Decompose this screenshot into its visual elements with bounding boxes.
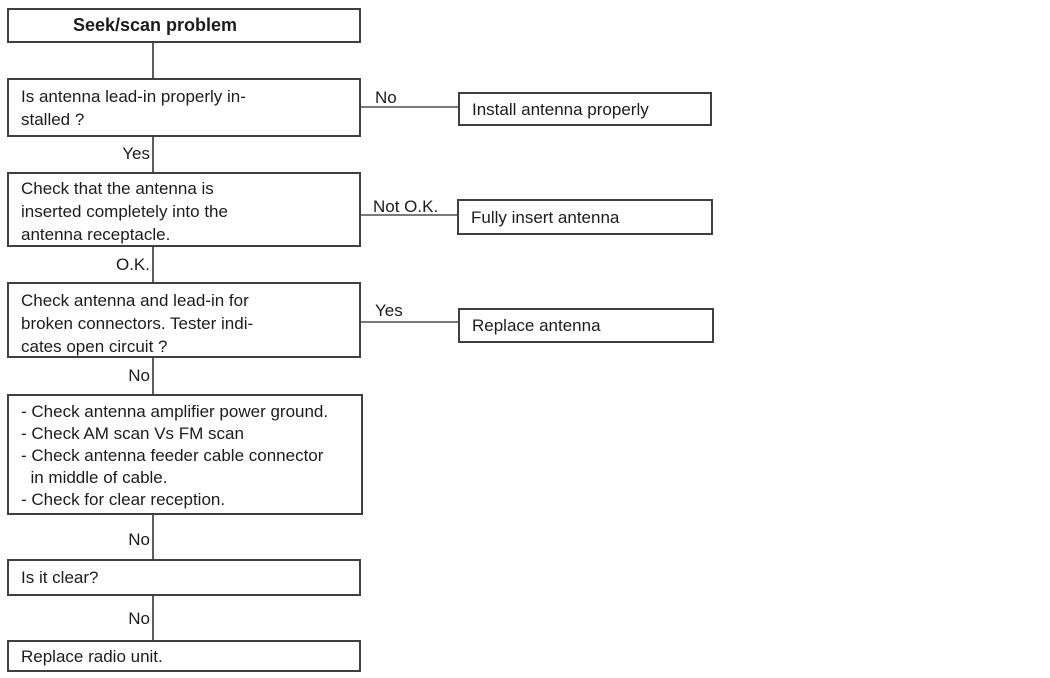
connector-q4-end [152, 596, 154, 640]
edge-label-checks-no: No [128, 530, 150, 549]
node-q1: Is antenna lead-in properly in- stalled … [7, 78, 361, 137]
connector-checks-q4 [152, 515, 154, 559]
edge-label-q1-no: No [375, 88, 397, 107]
edge-label-q4-no: No [128, 609, 150, 628]
connector-q1-q2 [152, 137, 154, 172]
node-checklist: - Check antenna amplifier power ground. … [7, 394, 363, 515]
connector-q3-checks [152, 358, 154, 394]
branch-line-q3-yes [361, 321, 458, 323]
action-install-antenna-properly: Install antenna properly [458, 92, 712, 126]
branch-line-q1-no [361, 106, 458, 108]
node-q4: Is it clear? [7, 559, 361, 596]
node-start: Seek/scan problem [7, 8, 361, 43]
connector-start-q1 [152, 43, 154, 78]
action-fully-insert-antenna: Fully insert antenna [457, 199, 713, 235]
edge-label-q1-yes: Yes [122, 144, 150, 163]
edge-label-q2-ok: O.K. [115, 255, 150, 274]
edge-label-q2-not-ok: Not O.K. [373, 197, 439, 216]
node-end: Replace radio unit. [7, 640, 361, 672]
edge-label-q3-no: No [128, 366, 150, 385]
branch-line-q2-not-ok [361, 214, 457, 216]
node-q3: Check antenna and lead-in for broken con… [7, 282, 361, 358]
connector-q2-q3 [152, 247, 154, 282]
edge-label-q3-yes: Yes [375, 301, 403, 320]
node-q2: Check that the antenna is inserted compl… [7, 172, 361, 247]
action-replace-antenna: Replace antenna [458, 308, 714, 343]
